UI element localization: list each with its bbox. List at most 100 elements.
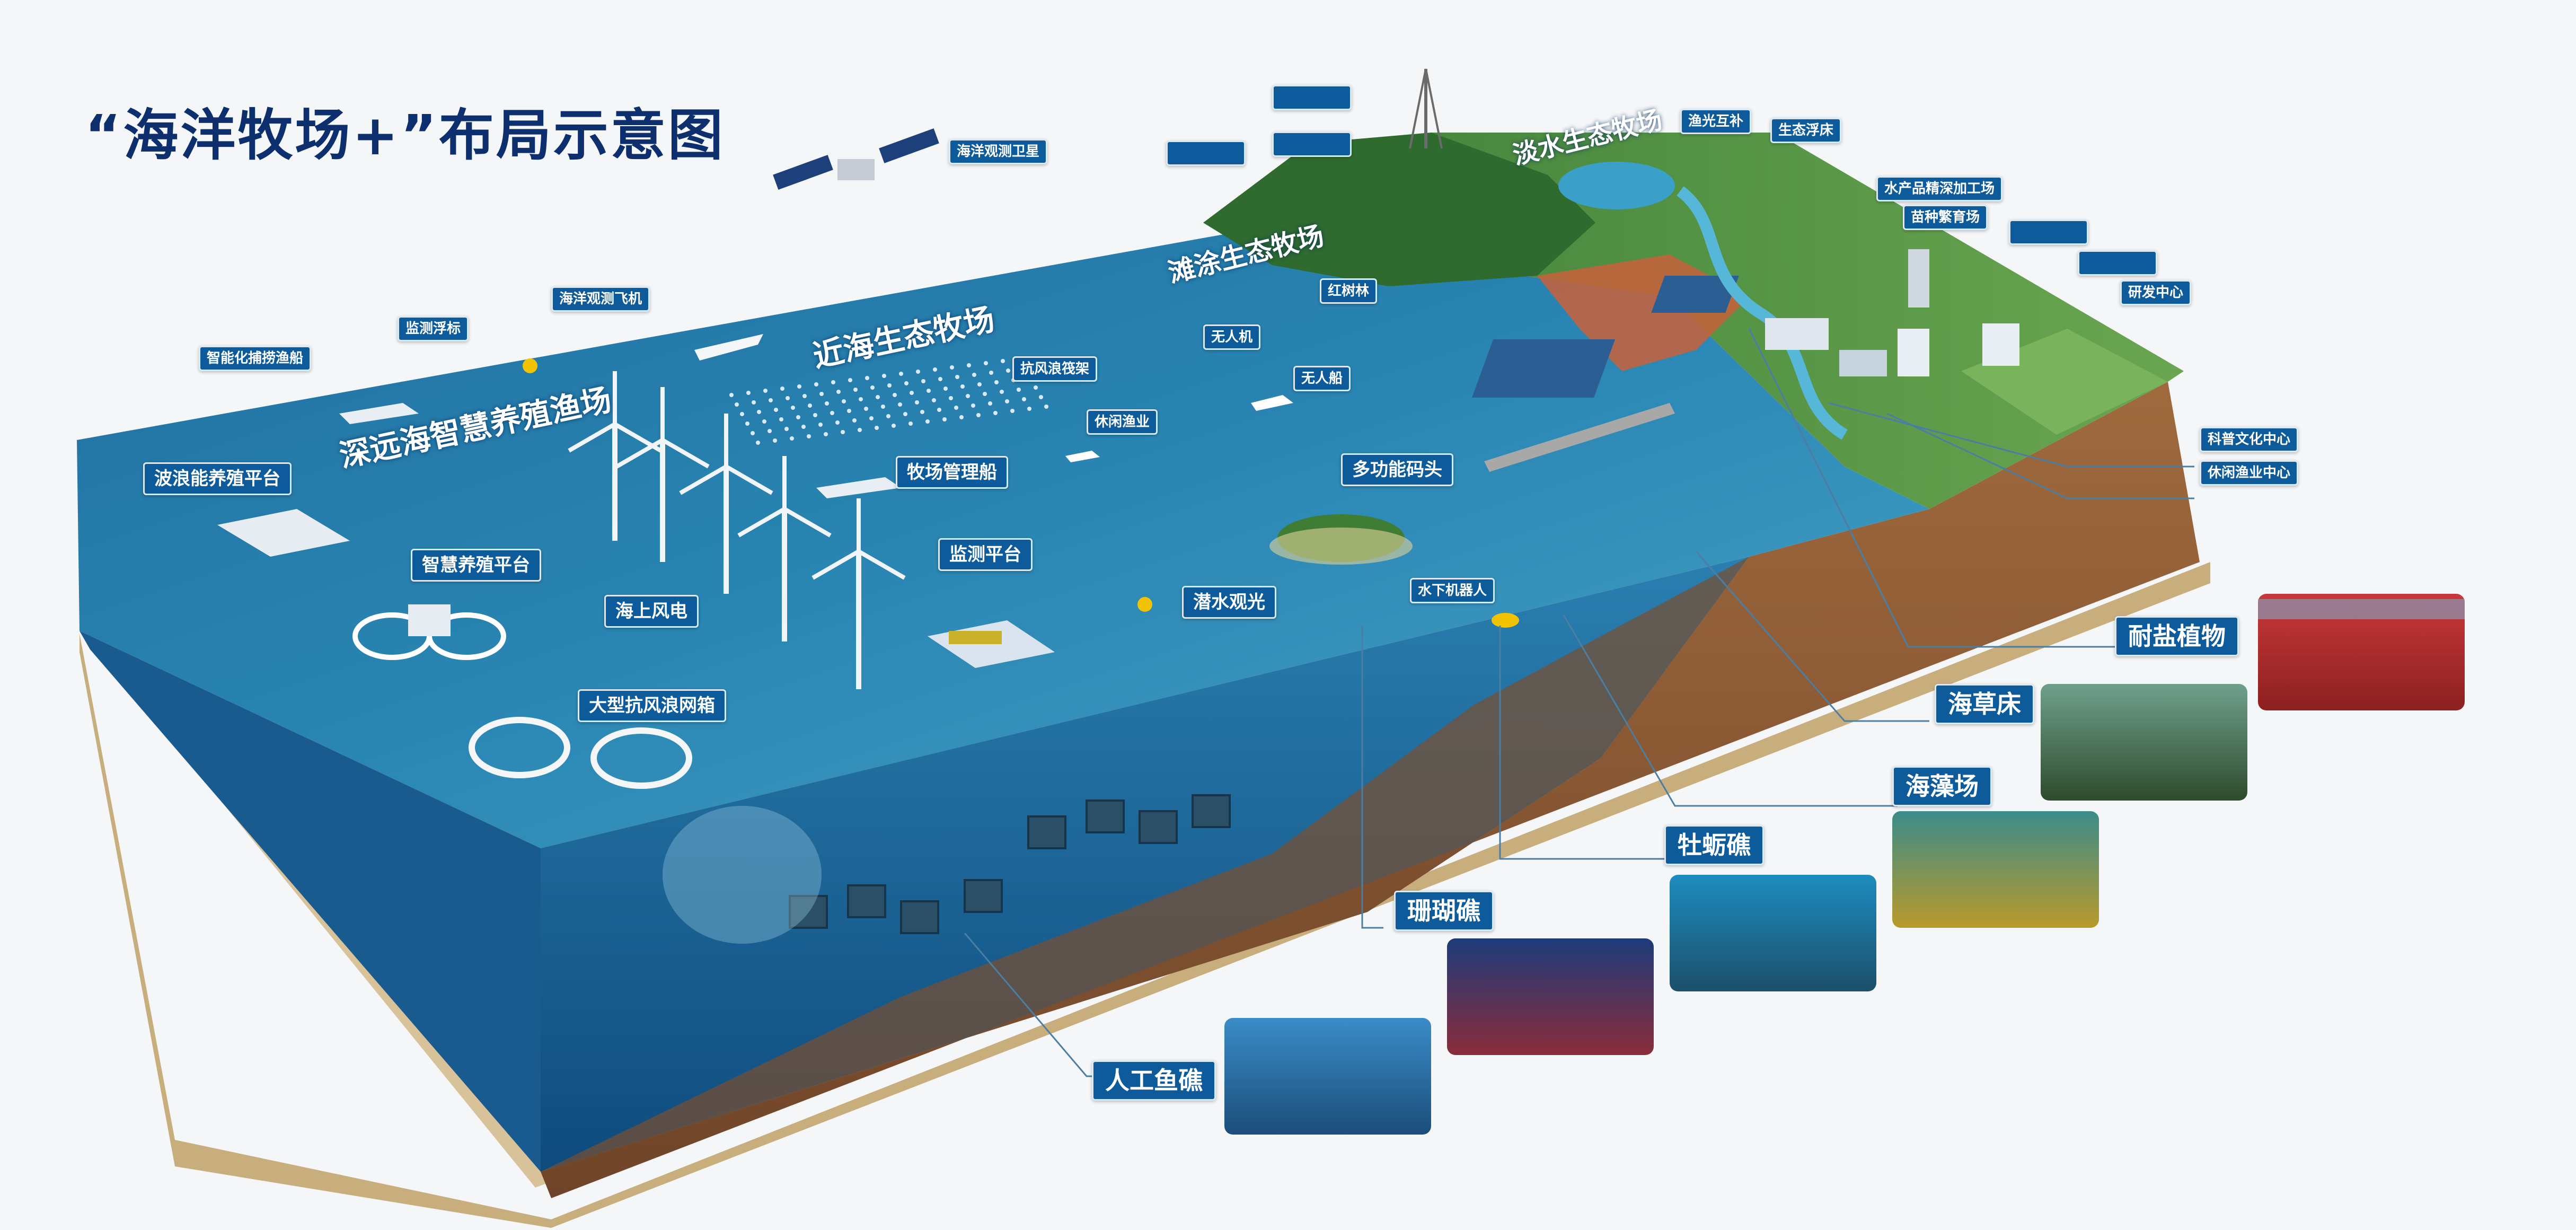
label-artificial-reef: 人工鱼礁: [1092, 1060, 1216, 1101]
raft-dot: [814, 382, 818, 386]
reef-cube-icon: [964, 879, 1003, 913]
raft-dot: [847, 409, 851, 413]
label-testing-center: [2009, 219, 2088, 245]
wind-turbine-icon: [679, 414, 773, 594]
photo-coral-reef: [1447, 938, 1654, 1055]
raft-dot: [920, 410, 924, 414]
raft-dot: [886, 414, 890, 418]
raft-dot: [1027, 407, 1031, 411]
raft-dot: [830, 411, 834, 415]
raft-dot: [779, 417, 783, 421]
raft-dot: [976, 413, 981, 417]
raft-dot: [791, 406, 795, 410]
label-seaweed: 海藻场: [1892, 766, 1992, 806]
leader-lines: [964, 328, 2194, 1077]
label-ranch-ship: 牧场管理船: [896, 456, 1008, 489]
raft-dot: [955, 375, 959, 379]
raft-dot: [762, 419, 766, 424]
label-feed-base: [2078, 250, 2157, 276]
raft-dot: [858, 428, 862, 432]
raft-dot: [925, 419, 930, 424]
raft-dot: [869, 416, 874, 420]
raft-dot: [988, 401, 992, 406]
raft-dot: [960, 384, 965, 389]
river: [1677, 186, 1848, 440]
island-shore: [1269, 528, 1413, 565]
raft-dot: [848, 378, 852, 382]
raft-dot: [870, 385, 875, 390]
label-seed-farm: 苗种繁育场: [1903, 205, 1988, 230]
satellite-icon: [773, 128, 939, 190]
wind-turbines: [568, 371, 906, 689]
photo-seaweed: [1892, 811, 2099, 928]
raft-dot: [921, 379, 925, 383]
reef-cubes: [789, 794, 1231, 934]
raft-dot: [899, 372, 903, 376]
photo-seagrass: [2041, 684, 2247, 801]
raft-dot: [813, 413, 817, 417]
reef-cube-icon: [847, 884, 886, 918]
cage-ring-icon: [469, 717, 570, 778]
label-rd-center: 研发中心: [2120, 280, 2192, 305]
reef-cube-icon: [1086, 800, 1125, 833]
reef-cube-icon: [1027, 815, 1066, 849]
raft-dot: [984, 361, 988, 365]
boat-icon: [1065, 451, 1100, 462]
label-leisure-center: 休闲渔业中心: [2200, 460, 2299, 486]
platform-icon: [352, 604, 506, 660]
label-oyster-reef: 牡蛎礁: [1664, 825, 1764, 865]
raft-dot: [916, 370, 920, 374]
raft-dot: [786, 396, 790, 400]
label-uav: 无人机: [1203, 324, 1261, 350]
raft-dot: [1005, 399, 1009, 403]
label-seagrass: 海草床: [1935, 684, 2034, 724]
raft-dot: [835, 420, 840, 425]
raft-dot: [745, 421, 749, 426]
raft-dot: [763, 389, 767, 393]
boat-icon: [816, 477, 901, 498]
raft-dot: [949, 396, 953, 400]
wind-turbine-icon: [811, 498, 906, 689]
raft-dot: [752, 400, 756, 405]
label-weather-station: [1272, 131, 1352, 157]
water-side-face: [541, 557, 1749, 1172]
solar-panel-icon: [949, 631, 1002, 644]
raft-dot: [993, 411, 998, 415]
raft-dot: [943, 386, 948, 391]
boat-icon: [339, 403, 419, 424]
label-red-tree: 红树林: [1320, 278, 1378, 304]
raft-dot: [1022, 397, 1026, 401]
raft-dot: [769, 398, 773, 402]
wind-turbine-icon: [737, 456, 832, 642]
raft-dot: [1017, 388, 1021, 392]
raft-dot: [756, 441, 760, 445]
raft-dot: [989, 371, 993, 375]
raft-dot: [954, 406, 958, 410]
raft-dot: [908, 421, 913, 426]
raft-dot: [842, 399, 846, 403]
raft-dot: [824, 432, 828, 436]
raft-dot: [938, 377, 942, 381]
raft-dot: [729, 393, 734, 397]
raft-dot: [937, 408, 941, 412]
raft-dot: [967, 363, 971, 367]
raft-dot: [836, 390, 841, 394]
raft-dot: [808, 403, 812, 408]
raft-dot: [859, 397, 863, 401]
raft-dot: [1039, 395, 1043, 399]
wharf: [1484, 403, 1675, 472]
buoy-icon: [523, 358, 537, 373]
reef-cube-icon: [789, 895, 828, 929]
label-emergency-center: [1166, 140, 1246, 166]
factory-icon: [1765, 249, 2019, 376]
raft-dot: [903, 412, 907, 416]
plane-icon: [694, 334, 763, 361]
raft-dot: [773, 438, 777, 443]
label-wind-power: 海上风电: [604, 595, 699, 628]
raft-dot: [876, 395, 880, 399]
label-wind-raft: 抗风浪筏架: [1012, 356, 1098, 382]
raft-dot: [933, 367, 937, 372]
reef-cube-icon: [1192, 794, 1231, 828]
